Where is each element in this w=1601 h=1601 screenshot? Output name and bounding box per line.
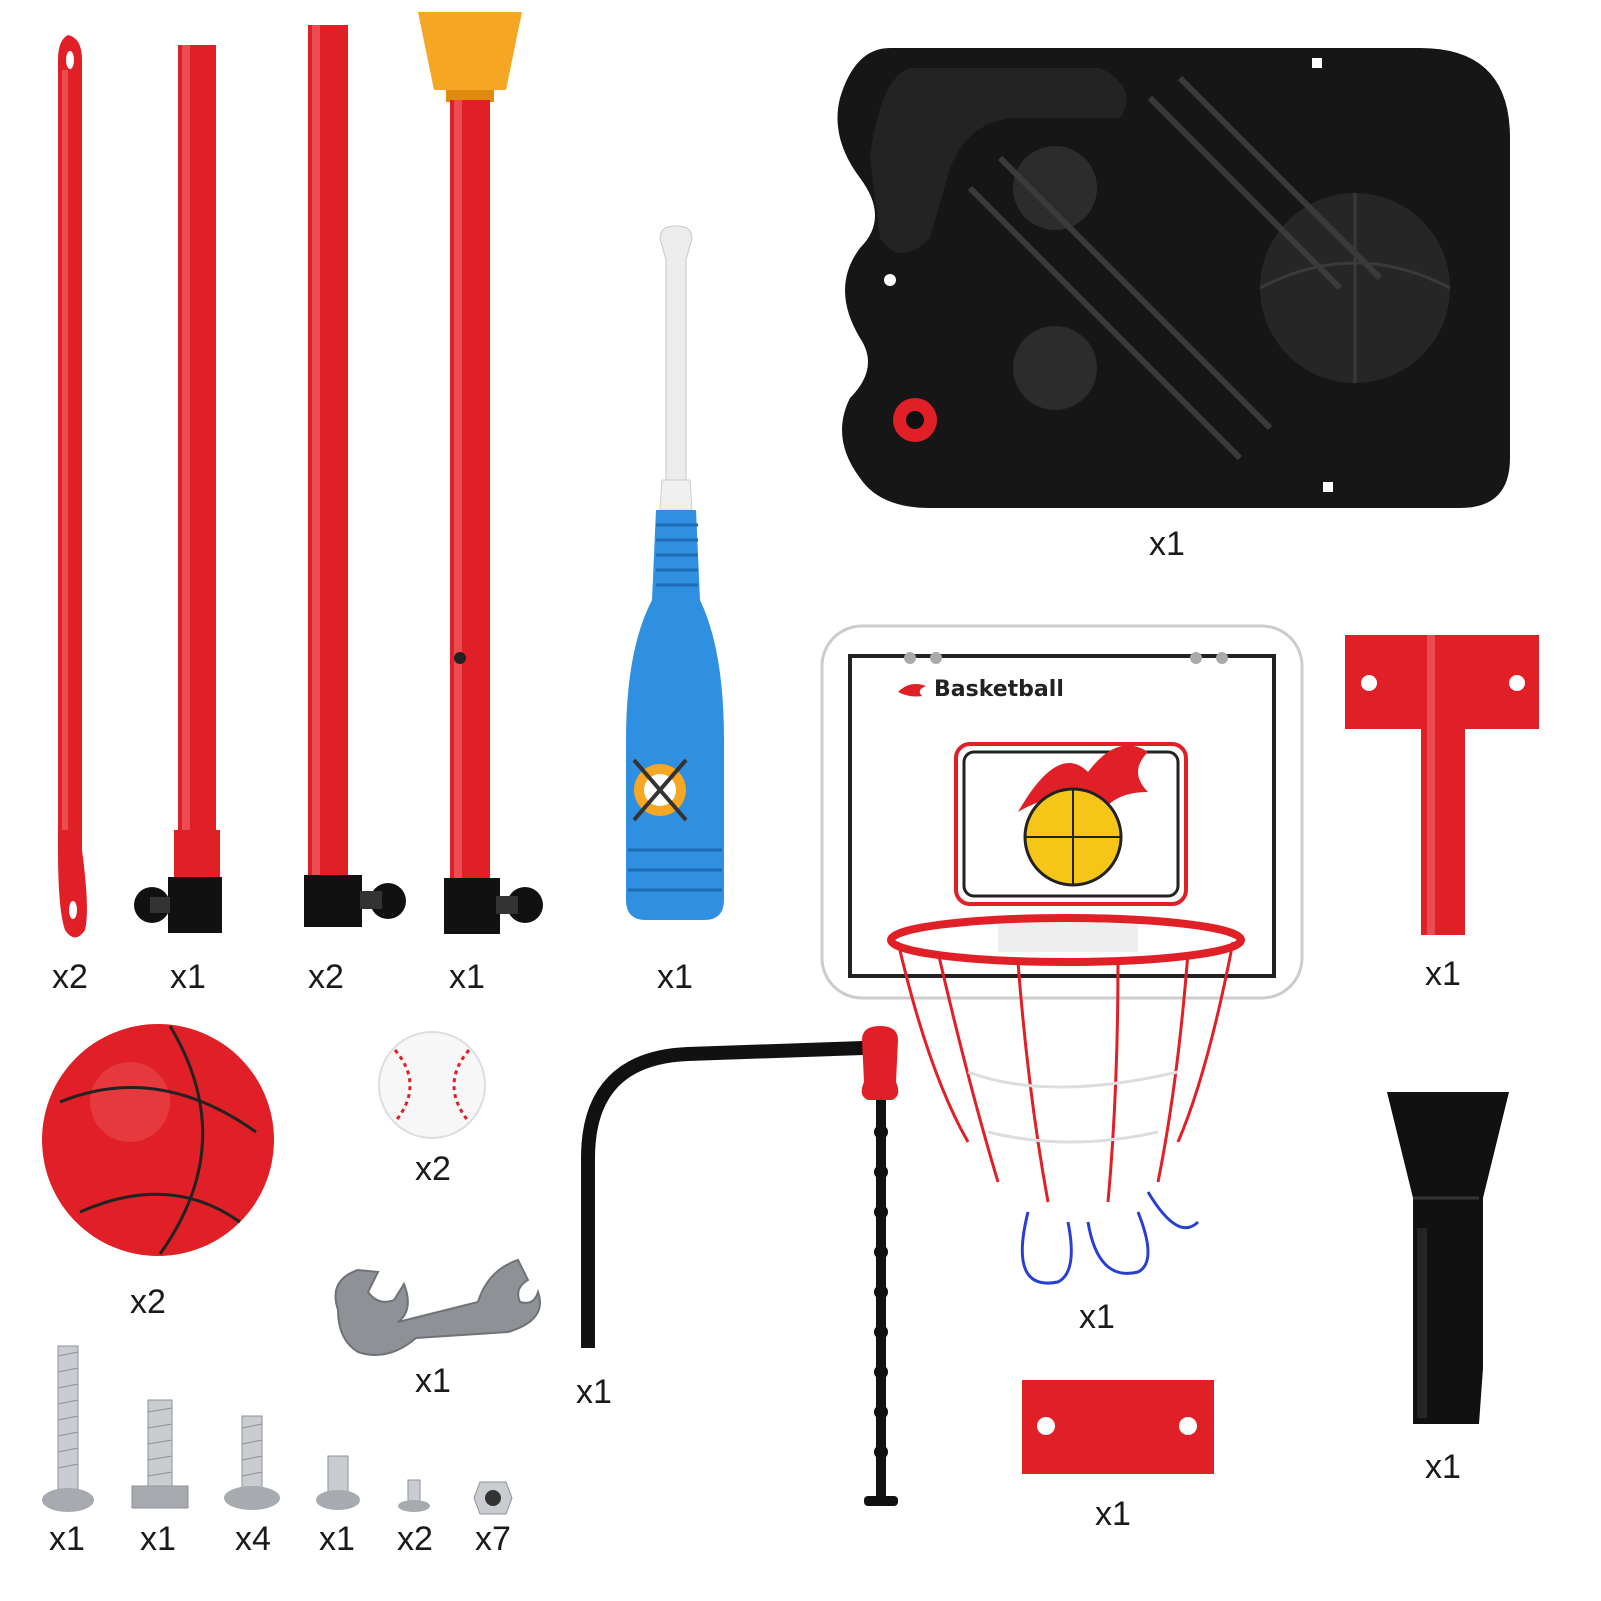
qty-label: x1 bbox=[657, 958, 693, 996]
qty-label: x2 bbox=[415, 1150, 451, 1188]
qty-label: x2 bbox=[52, 958, 88, 996]
pole-with-eyelets bbox=[40, 30, 100, 955]
qty-label: x2 bbox=[308, 958, 344, 996]
qty-label: x1 bbox=[415, 1362, 451, 1400]
base bbox=[820, 38, 1520, 523]
basketball bbox=[40, 1022, 276, 1263]
qty-label: x1 bbox=[1079, 1298, 1115, 1336]
curved-tube bbox=[578, 1038, 878, 1363]
qty-label: x2 bbox=[397, 1520, 433, 1558]
tee-spring-stem bbox=[850, 1022, 910, 1527]
qty-label: x1 bbox=[49, 1520, 85, 1558]
long-bolt bbox=[40, 1342, 96, 1519]
small-screw bbox=[314, 1452, 362, 1517]
qty-label: x1 bbox=[449, 958, 485, 996]
qty-label: x1 bbox=[1425, 1448, 1461, 1486]
t-bracket bbox=[1343, 633, 1543, 943]
pole-with-knob-base bbox=[130, 45, 230, 940]
baseball-bat bbox=[620, 220, 730, 935]
short-bolt bbox=[222, 1412, 282, 1517]
qty-label: x1 bbox=[1149, 525, 1185, 563]
baseball bbox=[377, 1030, 487, 1145]
pole-with-cone-top bbox=[410, 10, 550, 945]
rivet bbox=[396, 1478, 432, 1519]
tee-holder-cone bbox=[1383, 1088, 1513, 1433]
qty-label: x2 bbox=[130, 1283, 166, 1321]
mounting-plate bbox=[1020, 1378, 1216, 1481]
qty-label: x1 bbox=[1095, 1495, 1131, 1533]
qty-label: x4 bbox=[235, 1520, 271, 1558]
backboard-with-hoop: Basketball bbox=[818, 622, 1318, 1307]
backboard-label: Basketball bbox=[934, 677, 1064, 702]
lock-nut bbox=[472, 1478, 514, 1523]
qty-label: x1 bbox=[170, 958, 206, 996]
qty-label: x7 bbox=[475, 1520, 511, 1558]
qty-label: x1 bbox=[576, 1373, 612, 1411]
wrench bbox=[328, 1240, 541, 1370]
pole-with-knob-side bbox=[300, 25, 410, 940]
qty-label: x1 bbox=[319, 1520, 355, 1558]
qty-label: x1 bbox=[1425, 955, 1461, 993]
hex-bolt bbox=[130, 1396, 190, 1517]
qty-label: x1 bbox=[140, 1520, 176, 1558]
